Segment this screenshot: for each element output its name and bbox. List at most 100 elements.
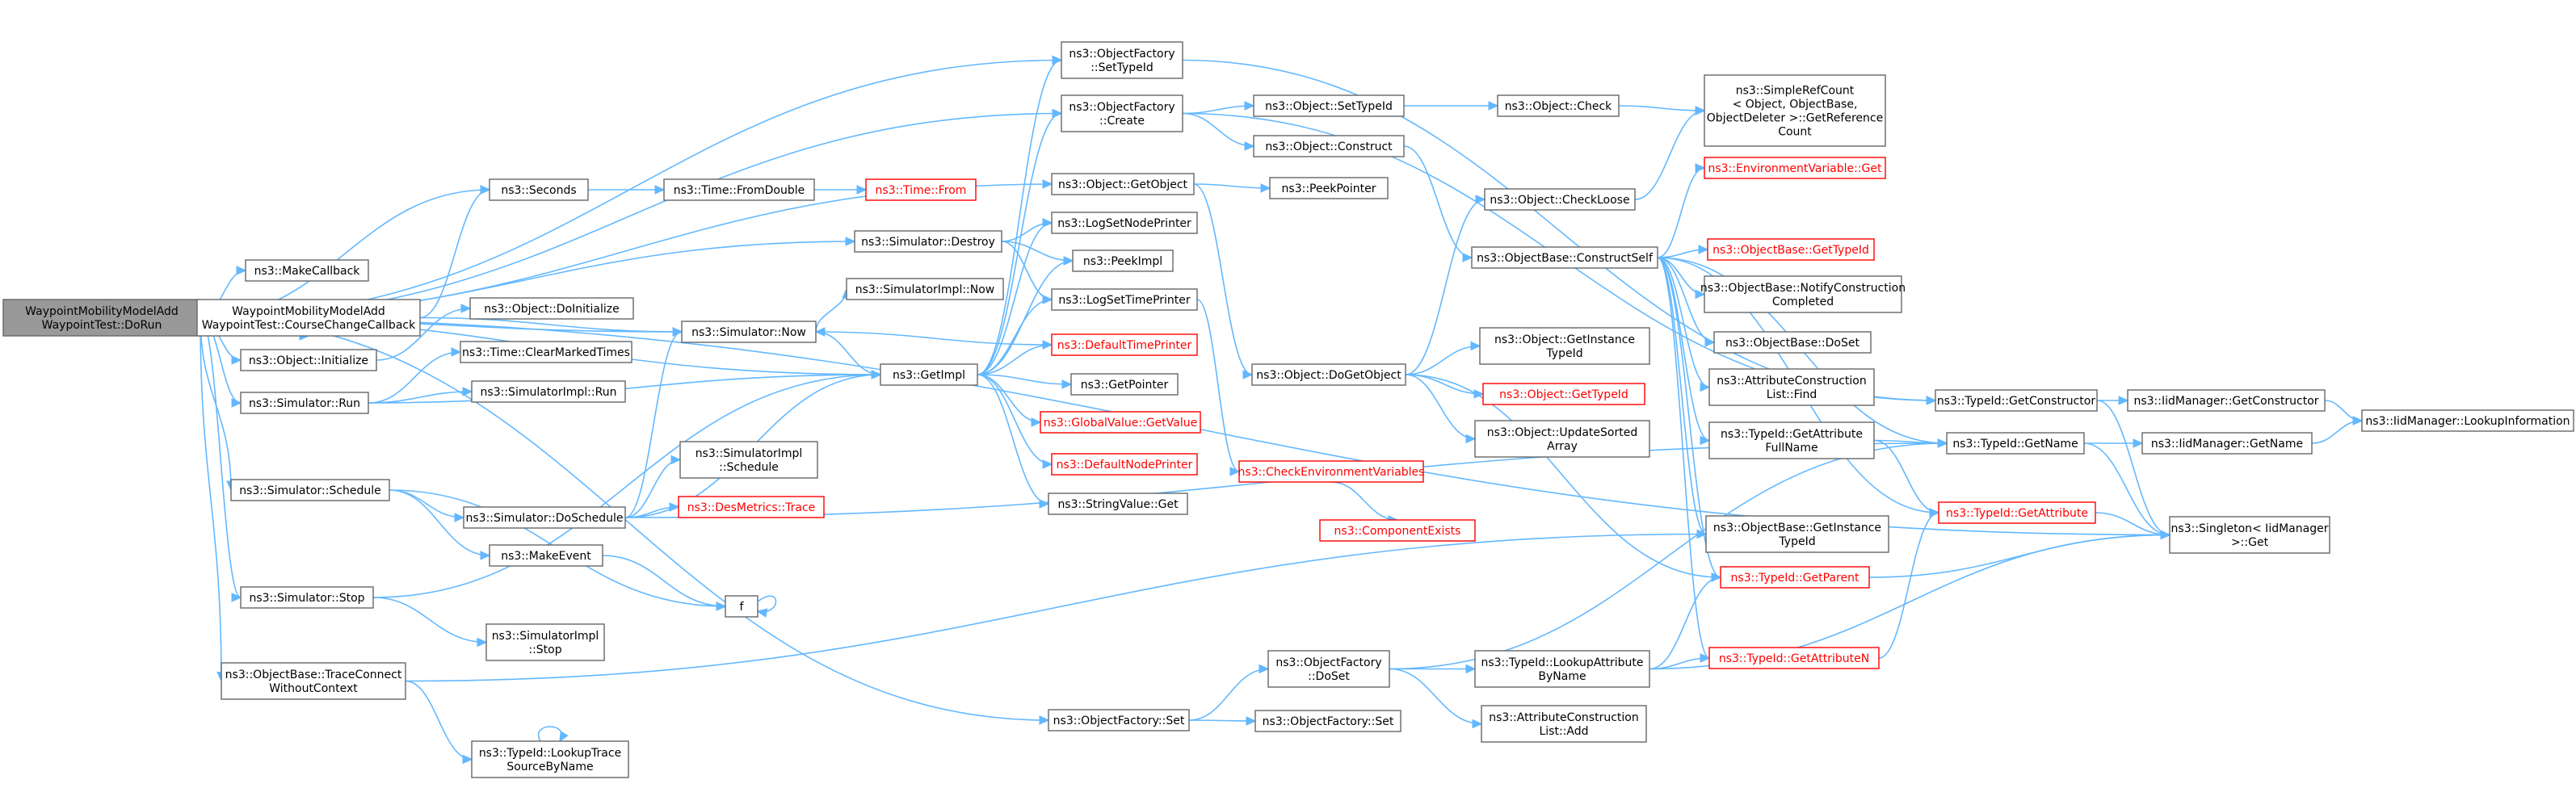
node-stringvalue[interactable]: ns3::StringValue::Get: [1048, 493, 1188, 515]
node-label-getattrfullname-1: FullName: [1765, 442, 1817, 455]
node-simnow[interactable]: ns3::Simulator::Now: [681, 321, 817, 343]
edge-getimpl-to-getpointer: [977, 374, 1071, 384]
node-clearmarked[interactable]: ns3::Time::ClearMarkedTimes: [460, 341, 632, 363]
node-globalvalue[interactable]: ns3::GlobalValue::GetValue: [1040, 411, 1201, 434]
node-label-objgetinstance-1: TypeId: [1545, 347, 1582, 360]
node-label-objinit-0: ns3::Object::Initialize: [249, 354, 368, 367]
edge-getimpl-to-stringvalue: [977, 374, 1048, 504]
node-label-objdoinit-0: ns3::Object::DoInitialize: [484, 303, 619, 316]
node-logsetnode[interactable]: ns3::LogSetNodePrinter: [1051, 212, 1198, 234]
node-traceconnect[interactable]: ns3::ObjectBase::TraceConnectWithoutCont…: [221, 662, 406, 700]
node-makecallback[interactable]: ns3::MakeCallback: [245, 259, 369, 282]
node-getconstructor[interactable]: ns3::TypeId::GetConstructor: [1935, 389, 2098, 412]
node-objconstruct[interactable]: ns3::Object::Construct: [1253, 135, 1405, 157]
node-box-objsettypeid: [1253, 94, 1405, 117]
node-simschedule[interactable]: ns3::Simulator::Schedule: [230, 479, 390, 501]
node-getimpl[interactable]: ns3::GetImpl: [880, 363, 978, 386]
node-box-clearmarked: [460, 341, 632, 363]
node-makeevent[interactable]: ns3::MakeEvent: [489, 544, 603, 567]
node-label-f-0: f: [740, 601, 745, 614]
node-box-makeevent: [489, 544, 603, 567]
edge-getimpl-to-globalvalue: [977, 374, 1040, 422]
node-f[interactable]: f: [725, 595, 759, 618]
node-checkenv[interactable]: ns3::CheckEnvironmentVariables: [1238, 460, 1425, 483]
node-ofset[interactable]: ns3::ObjectFactory::Set: [1048, 709, 1190, 731]
node-iidgetconstructor[interactable]: ns3::IidManager::GetConstructor: [2127, 389, 2326, 412]
node-iidlookupinfo[interactable]: ns3::IidManager::LookupInformation: [2361, 409, 2574, 432]
node-defaulttime[interactable]: ns3::DefaultTimePrinter: [1051, 333, 1198, 356]
node-simimplschedule[interactable]: ns3::SimulatorImpl::Schedule: [679, 441, 818, 479]
node-objcheck[interactable]: ns3::Object::Check: [1497, 94, 1620, 117]
node-label-ofcreate-0: ns3::ObjectFactory: [1069, 101, 1175, 114]
node-label-desmetrics-0: ns3::DesMetrics::Trace: [687, 501, 816, 514]
node-label-objconstruct-0: ns3::Object::Construct: [1265, 140, 1393, 153]
node-getpointer[interactable]: ns3::GetPointer: [1070, 373, 1179, 396]
node-label-simplerefcount-3: Count: [1778, 126, 1812, 139]
node-label-getname-0: ns3::TypeId::GetName: [1952, 438, 2078, 451]
node-defaultnode[interactable]: ns3::DefaultNodePrinter: [1051, 453, 1198, 476]
node-singletonget[interactable]: ns3::Singleton< IidManager>::Get: [2169, 516, 2330, 554]
node-seconds[interactable]: ns3::Seconds: [489, 178, 589, 201]
node-constructself[interactable]: ns3::ObjectBase::ConstructSelf: [1471, 246, 1658, 269]
node-coursechange[interactable]: WaypointMobilityModelAddWaypointTest::Co…: [196, 299, 421, 337]
node-logsettime[interactable]: ns3::LogSetTimePrinter: [1051, 288, 1198, 311]
node-label-attrconstructadd-1: List::Add: [1539, 725, 1588, 738]
node-objgettypeid[interactable]: ns3::Object::GetTypeId: [1482, 383, 1645, 405]
node-label-checkenv-0: ns3::CheckEnvironmentVariables: [1238, 466, 1425, 479]
node-box-defaulttime: [1051, 333, 1198, 356]
node-objcheckloose[interactable]: ns3::Object::CheckLoose: [1484, 188, 1636, 211]
node-simimplnow[interactable]: ns3::SimulatorImpl::Now: [846, 278, 1004, 300]
node-simplerefcount[interactable]: ns3::SimpleRefCount< Object, ObjectBase,…: [1704, 74, 1886, 147]
node-peekimpl[interactable]: ns3::PeekImpl: [1072, 249, 1174, 272]
node-obgettypeid[interactable]: ns3::ObjectBase::GetTypeId: [1707, 238, 1875, 261]
node-timefrom[interactable]: ns3::Time::From: [865, 178, 977, 201]
node-simimplrun[interactable]: ns3::SimulatorImpl::Run: [471, 380, 626, 403]
node-simimplstop[interactable]: ns3::SimulatorImpl::Stop: [485, 623, 605, 661]
node-ofsettypeid[interactable]: ns3::ObjectFactory::SetTypeId: [1061, 41, 1183, 79]
node-getparent[interactable]: ns3::TypeId::GetParent: [1720, 566, 1870, 589]
node-simdestroy[interactable]: ns3::Simulator::Destroy: [854, 230, 1002, 253]
node-componentexists[interactable]: ns3::ComponentExists: [1319, 519, 1476, 542]
node-box-logsettime: [1051, 288, 1198, 311]
node-ofset2[interactable]: ns3::ObjectFactory::Set: [1254, 710, 1401, 732]
node-getattribute[interactable]: ns3::TypeId::GetAttribute: [1938, 501, 2096, 524]
node-objgetobject[interactable]: ns3::Object::GetObject: [1051, 173, 1195, 195]
node-getname[interactable]: ns3::TypeId::GetName: [1946, 432, 2085, 455]
node-box-obnotify: [1704, 275, 1902, 313]
node-objinit[interactable]: ns3::Object::Initialize: [240, 349, 377, 371]
node-label-globalvalue-0: ns3::GlobalValue::GetValue: [1044, 417, 1197, 430]
node-label-simimplschedule-0: ns3::SimulatorImpl: [695, 447, 803, 460]
node-doschedule[interactable]: ns3::Simulator::DoSchedule: [463, 506, 626, 529]
node-objsettypeid[interactable]: ns3::Object::SetTypeId: [1253, 94, 1405, 117]
node-iidgetname[interactable]: ns3::IidManager::GetName: [2141, 432, 2313, 455]
node-box-logsetnode: [1051, 212, 1198, 234]
node-getattributen[interactable]: ns3::TypeId::GetAttributeN: [1708, 647, 1880, 669]
node-box-seconds: [489, 178, 589, 201]
node-label-attrconstructadd-0: ns3::AttributeConstruction: [1489, 711, 1638, 724]
node-obnotify[interactable]: ns3::ObjectBase::NotifyConstructionCompl…: [1700, 275, 1906, 313]
node-label-objupdatesorted-0: ns3::Object::UpdateSorted: [1487, 426, 1637, 439]
node-simstop[interactable]: ns3::Simulator::Stop: [240, 586, 374, 609]
node-desmetrics[interactable]: ns3::DesMetrics::Trace: [678, 496, 825, 518]
node-obdoset[interactable]: ns3::ObjectBase::DoSet: [1713, 331, 1872, 354]
node-label-lookupattr-0: ns3::TypeId::LookupAttribute: [1481, 656, 1643, 669]
node-ofcreate[interactable]: ns3::ObjectFactory::Create: [1061, 94, 1183, 132]
node-envvarget[interactable]: ns3::EnvironmentVariable::Get: [1704, 157, 1886, 179]
node-objdogetobject[interactable]: ns3::Object::DoGetObject: [1251, 363, 1406, 386]
node-timefromdouble[interactable]: ns3::Time::FromDouble: [663, 178, 815, 201]
node-objdoinit[interactable]: ns3::Object::DoInitialize: [469, 297, 634, 320]
edge-coursechange-to-seconds: [419, 190, 490, 319]
node-peekpointer[interactable]: ns3::PeekPointer: [1269, 177, 1389, 199]
node-ofdoset[interactable]: ns3::ObjectFactory::DoSet: [1267, 650, 1390, 688]
node-simrun[interactable]: ns3::Simulator::Run: [240, 392, 369, 414]
edge-getparent-to-singletonget: [1868, 535, 2170, 578]
